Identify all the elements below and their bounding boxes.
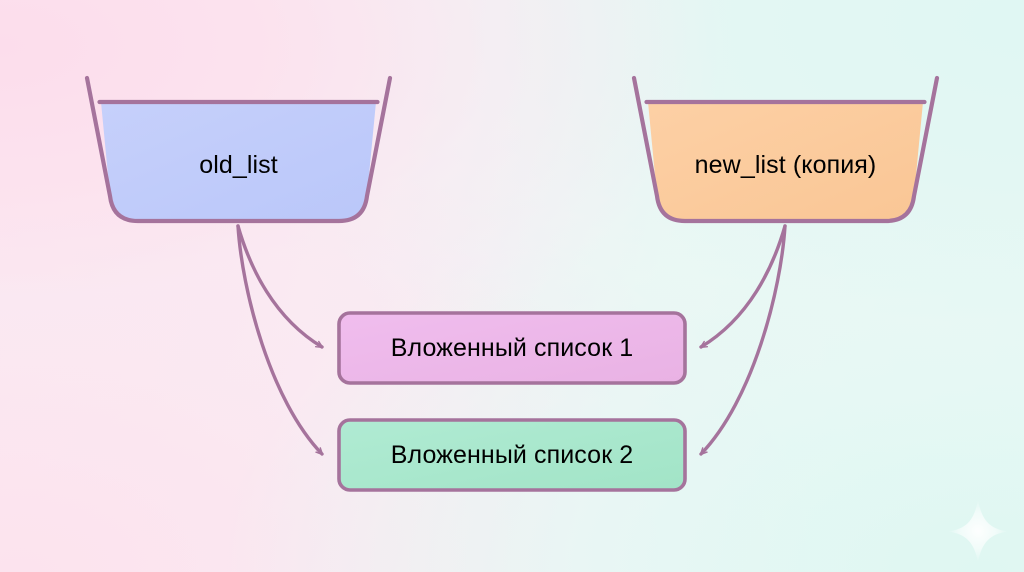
sparkle-icon: [948, 500, 1008, 562]
arrow-old-to-nested-1: [236, 224, 324, 349]
container-old-list[interactable]: [84, 75, 393, 224]
container-new-list[interactable]: [631, 75, 940, 224]
arrow-new-to-nested-1: [699, 224, 787, 349]
nested-box-1[interactable]: [337, 311, 687, 385]
nested-box-2[interactable]: [337, 418, 687, 492]
arrow-old-to-nested-2: [236, 224, 324, 456]
arrow-new-to-nested-2: [699, 224, 787, 456]
